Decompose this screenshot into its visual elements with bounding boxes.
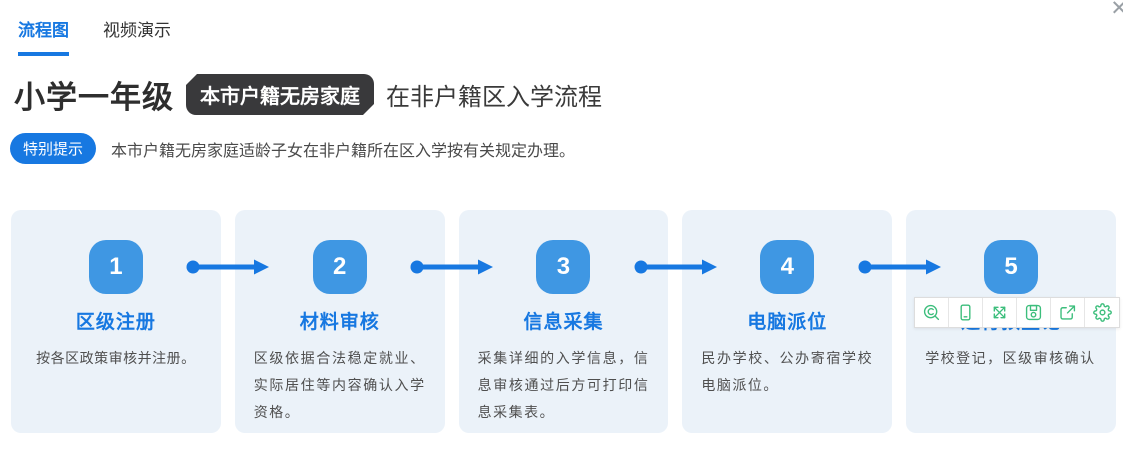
tab-video-demo[interactable]: 视频演示: [103, 21, 171, 40]
step-title: 电脑派位: [747, 312, 828, 333]
step-card-2: 2 材料审核 区级依据合法稳定就业、实际居住等内容确认入学资格。: [234, 210, 445, 433]
step-title: 信息采集: [523, 312, 604, 333]
tab-bar: 流程图 视频演示: [18, 16, 171, 56]
expand-arrows-icon[interactable]: [983, 298, 1017, 327]
title-process-label: 在非户籍区入学流程: [386, 84, 602, 111]
share-icon[interactable]: [1051, 298, 1085, 327]
step-number-badge: 3: [536, 240, 591, 294]
step-title: 材料审核: [299, 312, 380, 333]
step-description: 采集详细的入学信息，信息审核通过后方可打印信息采集表。: [477, 350, 650, 420]
tablet-icon[interactable]: [949, 298, 983, 327]
flow-arrow-icon: [186, 259, 269, 275]
step-number-badge: 4: [760, 240, 815, 294]
tip-pill: 特别提示: [10, 133, 97, 164]
screenshot-extension-toolbar: [914, 297, 1120, 328]
special-tip: 特别提示 本市户籍无房家庭适龄子女在非户籍所在区入学按有关规定办理。: [10, 133, 575, 164]
tip-text: 本市户籍无房家庭适龄子女在非户籍所在区入学按有关规定办理。: [111, 142, 576, 160]
step-description: 民办学校、公办寄宿学校电脑派位。: [701, 350, 874, 393]
gear-icon[interactable]: [1085, 298, 1119, 327]
flow-arrow-icon: [410, 259, 493, 275]
tab-flowchart[interactable]: 流程图: [18, 16, 69, 56]
step-card-3: 3 信息采集 采集详细的入学信息，信息审核通过后方可打印信息采集表。: [458, 210, 669, 433]
step-description: 学校登记，区级审核确认: [925, 350, 1096, 366]
step-title: 区级注册: [75, 312, 156, 333]
step-card-1: 1 区级注册 按各区政策审核并注册。: [11, 210, 221, 433]
flow-steps: 1 区级注册 按各区政策审核并注册。 2 材料审核 区级依据合法稳定就业、实际居…: [11, 210, 1116, 433]
page-title: 小学一年级 本市户籍无房家庭 在非户籍区入学流程: [14, 72, 602, 117]
step-description: 按各区政策审核并注册。: [36, 350, 196, 366]
step-number-badge: 2: [312, 240, 367, 294]
save-icon[interactable]: [1017, 298, 1051, 327]
close-icon[interactable]: ✕: [1110, 0, 1123, 20]
title-family-type-badge: 本市户籍无房家庭: [186, 74, 374, 115]
search-zoom-icon[interactable]: [915, 298, 949, 327]
step-description: 区级依据合法稳定就业、实际居住等内容确认入学资格。: [253, 350, 426, 420]
step-number-badge: 5: [984, 240, 1039, 294]
step-card-4: 4 电脑派位 民办学校、公办寄宿学校电脑派位。: [682, 210, 893, 433]
title-grade: 小学一年级: [14, 80, 174, 115]
flow-arrow-icon: [634, 259, 717, 275]
flow-arrow-icon: [858, 259, 941, 275]
step-number-badge: 1: [88, 240, 143, 294]
